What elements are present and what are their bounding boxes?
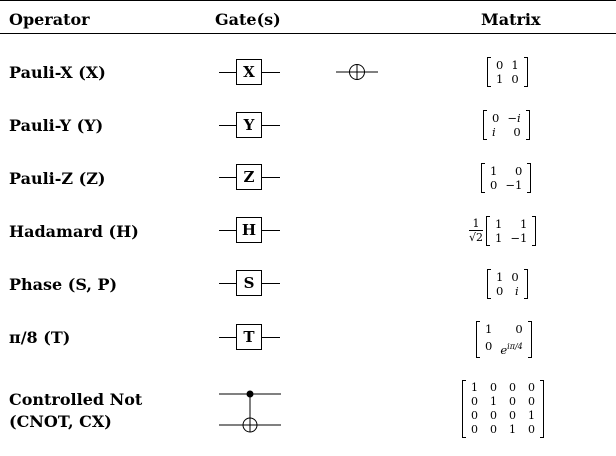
operator-label: Phase (S, P) (9, 275, 118, 294)
header-operator: Operator (9, 10, 90, 29)
matrix-cell: 1 (496, 270, 504, 284)
matrix-cell: 0 (490, 381, 497, 394)
matrix-cell: 0 (528, 423, 535, 436)
gate-box-t: T (236, 324, 262, 350)
top-rule (0, 0, 616, 1)
matrix-cell: 1 (490, 164, 498, 178)
matrix-cnot: 1 0 0 0 0 1 0 0 0 0 0 1 0 0 1 0 (462, 380, 544, 438)
matrix-cell: 1 (495, 231, 503, 245)
matrix-cell: 1 (495, 217, 503, 231)
matrix-cell: 1 (485, 322, 493, 336)
operator-label: Pauli-X (X) (9, 63, 106, 82)
oplus-icon (336, 64, 378, 80)
header-gates: Gate(s) (215, 10, 281, 29)
matrix-cell: 0 (511, 270, 519, 284)
matrix-cell: 1 (509, 423, 516, 436)
matrix-cell: 0 (528, 395, 535, 408)
matrix-cell: 0 (513, 125, 521, 139)
matrix-cell: 1 (511, 58, 519, 72)
operator-label-line2: (CNOT, CX) (9, 412, 112, 431)
gate-box-s: S (236, 270, 262, 296)
matrix-cell: −1 (510, 231, 528, 245)
operator-label-line1: Controlled Not (9, 390, 143, 409)
operator-label: Hadamard (H) (9, 222, 139, 241)
gate-box-x: X (236, 59, 262, 85)
matrix-cell: 1 (471, 381, 478, 394)
matrix-cell: 1 (496, 72, 504, 86)
matrix-cell: 0 (509, 395, 516, 408)
matrix-cell: 0 (496, 284, 504, 298)
operator-label: Controlled Not (CNOT, CX) (9, 389, 142, 433)
matrix-cell: 0 (490, 423, 497, 436)
matrix-cell: 0 (490, 409, 497, 422)
matrix-cell: 0 (496, 58, 504, 72)
matrix-cell: 0 (509, 409, 516, 422)
gate-box-h: H (236, 217, 262, 243)
header-rule (0, 33, 616, 34)
operator-label: Pauli-Z (Z) (9, 169, 106, 188)
matrix-t: 1 0 0 eiπ/4 (476, 321, 532, 358)
matrix-cell: −i (507, 111, 521, 125)
matrix-cell: 0 (490, 178, 498, 192)
cnot-gate-icon (219, 390, 281, 433)
prefactor-fraction: 1 √2 (469, 217, 484, 244)
operator-label: π/8 (T) (9, 328, 71, 347)
matrix-cell: 0 (492, 111, 500, 125)
matrix-cell: 1 (528, 409, 535, 422)
matrix-cell: 0 (511, 72, 519, 86)
operator-label: Pauli-Y (Y) (9, 116, 104, 135)
matrix-cell: 0 (471, 409, 478, 422)
matrix-cell: 0 (471, 423, 478, 436)
matrix-cell: 0 (509, 381, 516, 394)
matrix-cell: 0 (471, 395, 478, 408)
matrix-cell: 0 (515, 322, 523, 336)
matrix-cell: 0 (514, 164, 523, 178)
matrix-cell: −1 (505, 178, 523, 192)
matrix-cell: 0 (528, 381, 535, 394)
matrix-cell: i (492, 125, 496, 139)
matrix-cell: 1 (519, 217, 528, 231)
matrix-cell: 1 (490, 395, 497, 408)
header-matrix: Matrix (481, 10, 541, 29)
matrix-cell: eiπ/4 (500, 342, 523, 357)
matrix-cell: 0 (485, 339, 493, 354)
gate-box-z: Z (236, 164, 262, 190)
matrix-cell: i (514, 284, 519, 298)
gate-box-y: Y (236, 112, 262, 138)
